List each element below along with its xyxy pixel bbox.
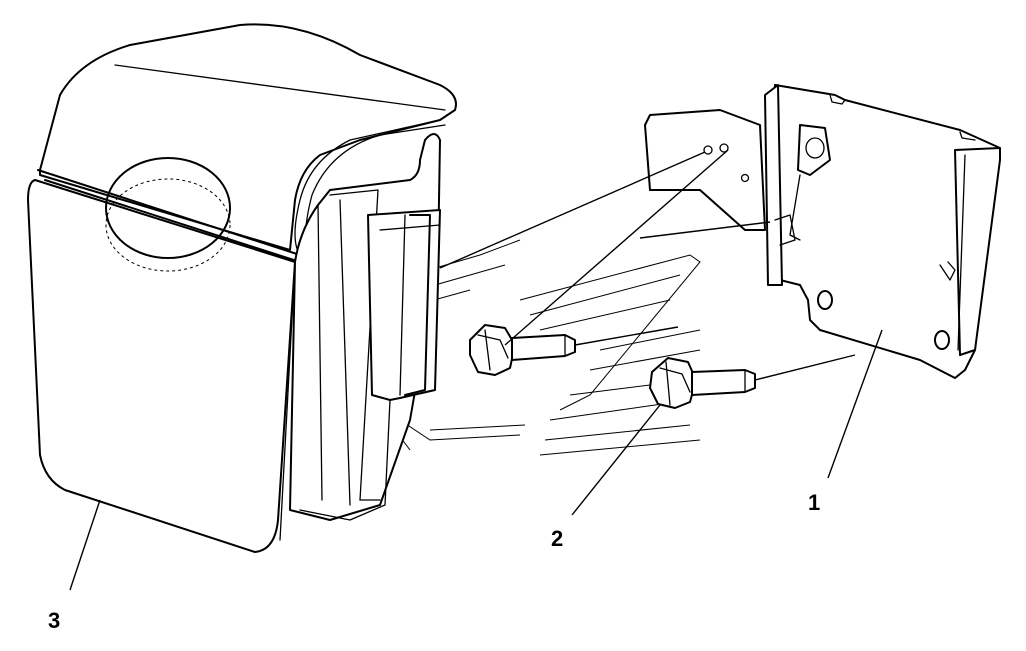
callout-label-3: 3 <box>48 608 60 633</box>
part-3-cover <box>27 23 457 553</box>
callout-label-2: 2 <box>551 526 563 551</box>
callout-leaders <box>69 329 883 591</box>
assembly-lines <box>439 149 856 381</box>
callout-label-1: 1 <box>808 490 820 515</box>
part-1-bracket <box>644 84 1001 379</box>
part-2-bolt-upper <box>469 324 576 376</box>
part-2-bolt-lower <box>649 357 756 409</box>
